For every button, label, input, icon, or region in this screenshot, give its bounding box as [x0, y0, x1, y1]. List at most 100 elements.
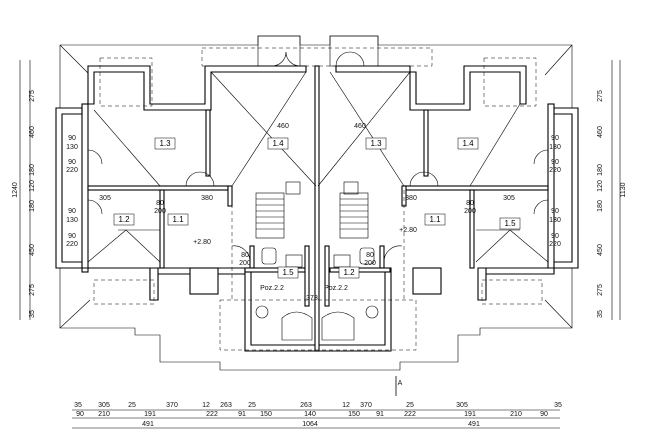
bottom-dim-row1: 35 — [554, 402, 562, 409]
bottom-dim-row2: 140 — [304, 411, 316, 418]
room-label: 1.4 — [462, 139, 474, 148]
dimension-note: 80 — [241, 252, 249, 259]
dimension-note: 130 — [66, 144, 78, 151]
room-label: 1.3 — [370, 139, 382, 148]
dimension-note: 130 — [549, 144, 561, 151]
dimension-note: 200 — [464, 208, 476, 215]
bottom-dim-row1: 25 — [406, 402, 414, 409]
dimension-note: 80 — [156, 200, 164, 207]
bathroom-fixtures — [255, 247, 379, 341]
dimension-note: 90 — [551, 208, 559, 215]
bottom-dim-row1: 12 — [342, 402, 350, 409]
dimension-note: 200 — [364, 260, 376, 267]
dimension-note: 80 — [466, 200, 474, 207]
dimension-lines — [19, 60, 621, 429]
left-dim-total: 1240 — [12, 182, 19, 198]
right-dim-total: 1130 — [620, 182, 627, 197]
dimension-note: A — [398, 380, 403, 387]
bottom-dim-row1: 263 — [220, 402, 232, 409]
dimension-note: 380 — [201, 195, 213, 202]
dimension-note: 90 — [551, 159, 559, 166]
left-dim: 460 — [29, 126, 36, 138]
left-dim: 180 — [29, 200, 36, 212]
exterior-walls — [55, 65, 579, 352]
room-label-box — [457, 137, 479, 150]
bottom-dim-row2: 191 — [464, 411, 476, 418]
right-dim: 120 — [597, 180, 604, 192]
room-label-box — [154, 137, 176, 150]
left-dim: 450 — [29, 244, 36, 256]
bottom-dim-row1: 25 — [248, 402, 256, 409]
bottom-dim-row1: 263 — [300, 402, 312, 409]
dimension-note: 305 — [503, 195, 515, 202]
room-label: 1.2 — [118, 215, 130, 224]
right-dim: 460 — [597, 126, 604, 138]
bottom-dim-row2: 150 — [260, 411, 272, 418]
dimension-note: 200 — [154, 208, 166, 215]
dimension-note: 380 — [405, 195, 417, 202]
dimension-note: 460 — [354, 123, 366, 130]
bottom-dim-row2: 210 — [510, 411, 522, 418]
room-label: 1.2 — [343, 268, 355, 277]
right-dim: 275 — [597, 90, 604, 102]
bottom-dim-row3: 1064 — [302, 421, 318, 428]
right-dim: 275 — [597, 284, 604, 296]
dimension-note: 90 — [551, 135, 559, 142]
dimension-note: 460 — [277, 123, 289, 130]
roof-hip-lines — [87, 71, 549, 263]
bottom-dim-row1: 370 — [360, 402, 372, 409]
room-label: 1.5 — [504, 219, 516, 228]
right-dim: 35 — [597, 310, 604, 318]
bottom-dim-row1: 35 — [74, 402, 82, 409]
dimension-note: 220 — [66, 167, 78, 174]
bottom-dim-row2: 222 — [206, 411, 218, 418]
bottom-dim-row2: 191 — [144, 411, 156, 418]
right-dim: 180 — [597, 164, 604, 176]
bottom-dim-row2: 91 — [376, 411, 384, 418]
room-label: 1.4 — [272, 139, 284, 148]
bottom-dim-row1: 305 — [456, 402, 468, 409]
room-label: 1.1 — [172, 215, 184, 224]
bottom-dim-row1: 305 — [98, 402, 110, 409]
bottom-dim-row2: 222 — [404, 411, 416, 418]
dimension-note: Poz.2.2 — [260, 285, 284, 292]
dimension-note: 220 — [66, 241, 78, 248]
bottom-dim-row2: 150 — [348, 411, 360, 418]
bottom-dim-row3: 491 — [142, 421, 154, 428]
dimension-note: 90 — [551, 233, 559, 240]
room-label: 1.1 — [429, 215, 441, 224]
bottom-dim-row2: 90 — [76, 411, 84, 418]
dimension-note: 220 — [549, 167, 561, 174]
staircase-left — [255, 181, 301, 239]
door-swings — [87, 35, 549, 263]
roof-outline — [59, 35, 573, 371]
right-dim: 180 — [597, 200, 604, 212]
left-dim: 120 — [29, 180, 36, 192]
staircase-right — [339, 181, 369, 239]
dimension-note: 220 — [549, 241, 561, 248]
dimension-note: +2.80 — [193, 239, 211, 246]
room-label: 1.5 — [282, 268, 294, 277]
room-label-box — [277, 266, 299, 279]
dimension-note: 200 — [239, 260, 251, 267]
dimension-note: 305 — [99, 195, 111, 202]
left-dim: 35 — [29, 310, 36, 318]
dimension-note: 373 — [306, 295, 318, 302]
room-label-box — [365, 137, 387, 150]
dimension-note: +2.80 — [399, 227, 417, 234]
dimension-note: 90 — [68, 135, 76, 142]
bottom-dim-row1: 12 — [202, 402, 210, 409]
room-label-box — [338, 266, 360, 279]
interior-walls — [87, 109, 549, 307]
bottom-dim-row3: 491 — [468, 421, 480, 428]
bottom-dim-row2: 90 — [540, 411, 548, 418]
room-label-box — [113, 213, 135, 226]
bottom-dim-row2: 91 — [238, 411, 246, 418]
bottom-dim-row1: 370 — [166, 402, 178, 409]
left-dim: 275 — [29, 90, 36, 102]
dimension-note: 80 — [366, 252, 374, 259]
room-label: 1.3 — [159, 139, 171, 148]
dimension-note: 90 — [68, 208, 76, 215]
dimension-note: 90 — [68, 233, 76, 240]
